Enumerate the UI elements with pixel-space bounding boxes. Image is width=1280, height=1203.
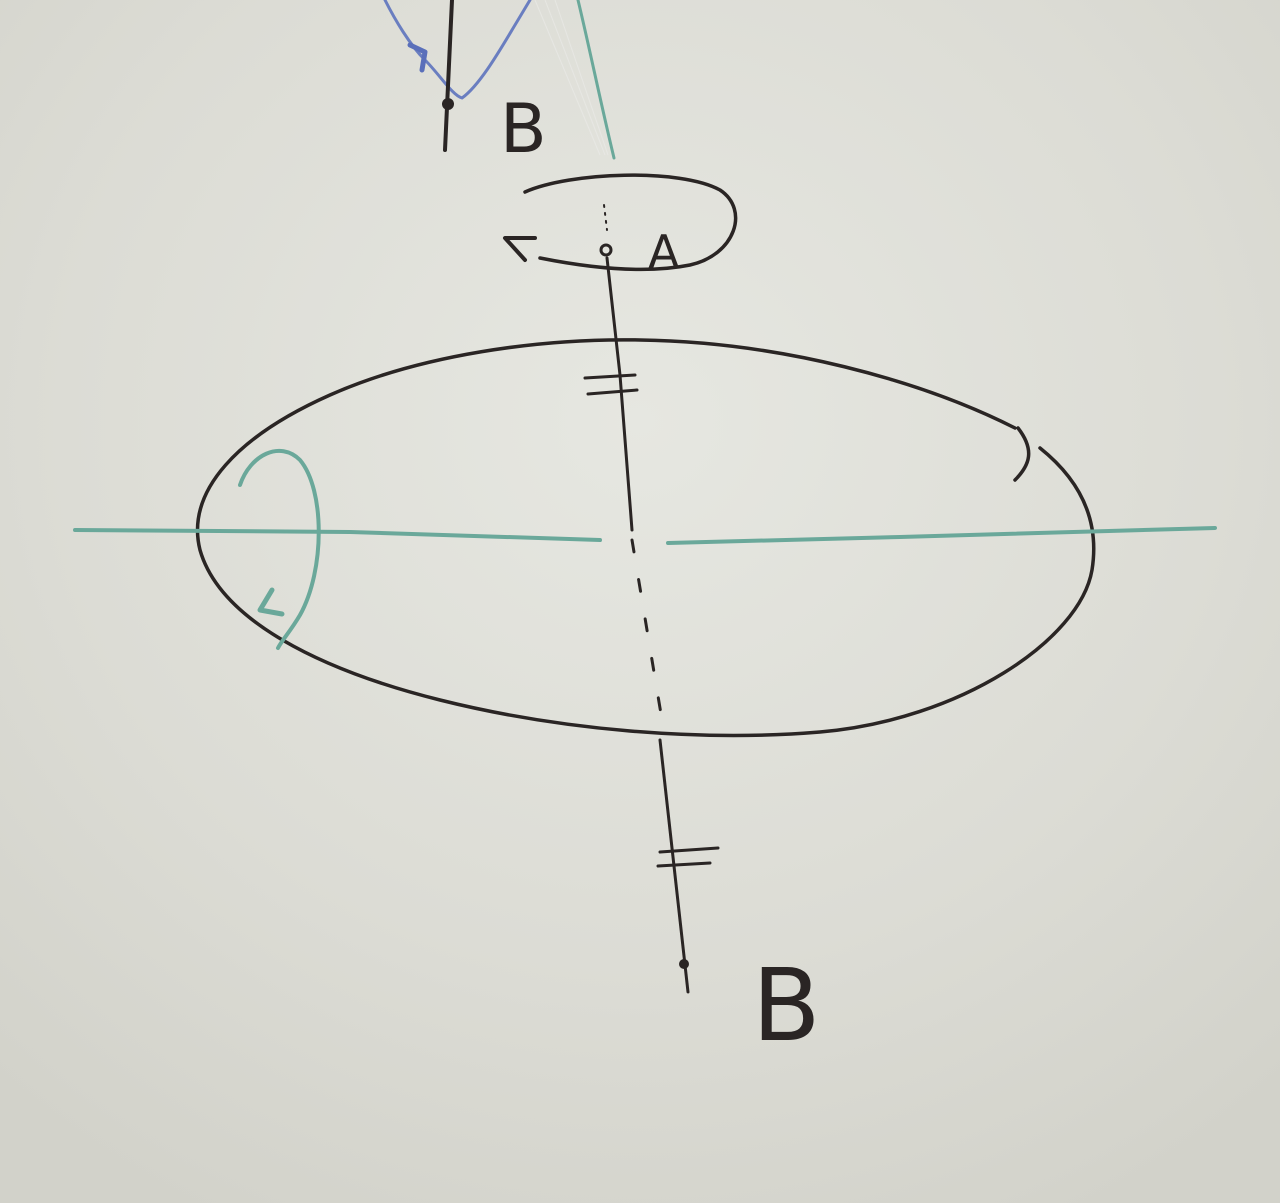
blue-arrow-mark [407,42,428,73]
label-point-a: A [648,225,680,279]
label-bottom-b: B [752,947,821,1064]
vertical-axis-hidden [630,538,664,722]
lower-b-point [679,959,689,969]
teal-rotation-arrowhead [257,587,285,617]
large-ellipse [195,338,1096,738]
small-ellipse-arrowhead [503,236,537,262]
tick-mark-upper [583,373,639,396]
small-rotation-ellipse [523,173,738,272]
label-top-b: B [500,90,547,169]
point-a [599,243,613,257]
horizontal-axis [73,526,1217,545]
upper-b-line [443,0,454,152]
teal-line-top [576,0,616,160]
teal-rotation-loop [238,448,321,650]
upper-b-point [442,98,454,110]
tick-mark-lower [656,846,720,868]
light-streaks [534,0,609,156]
